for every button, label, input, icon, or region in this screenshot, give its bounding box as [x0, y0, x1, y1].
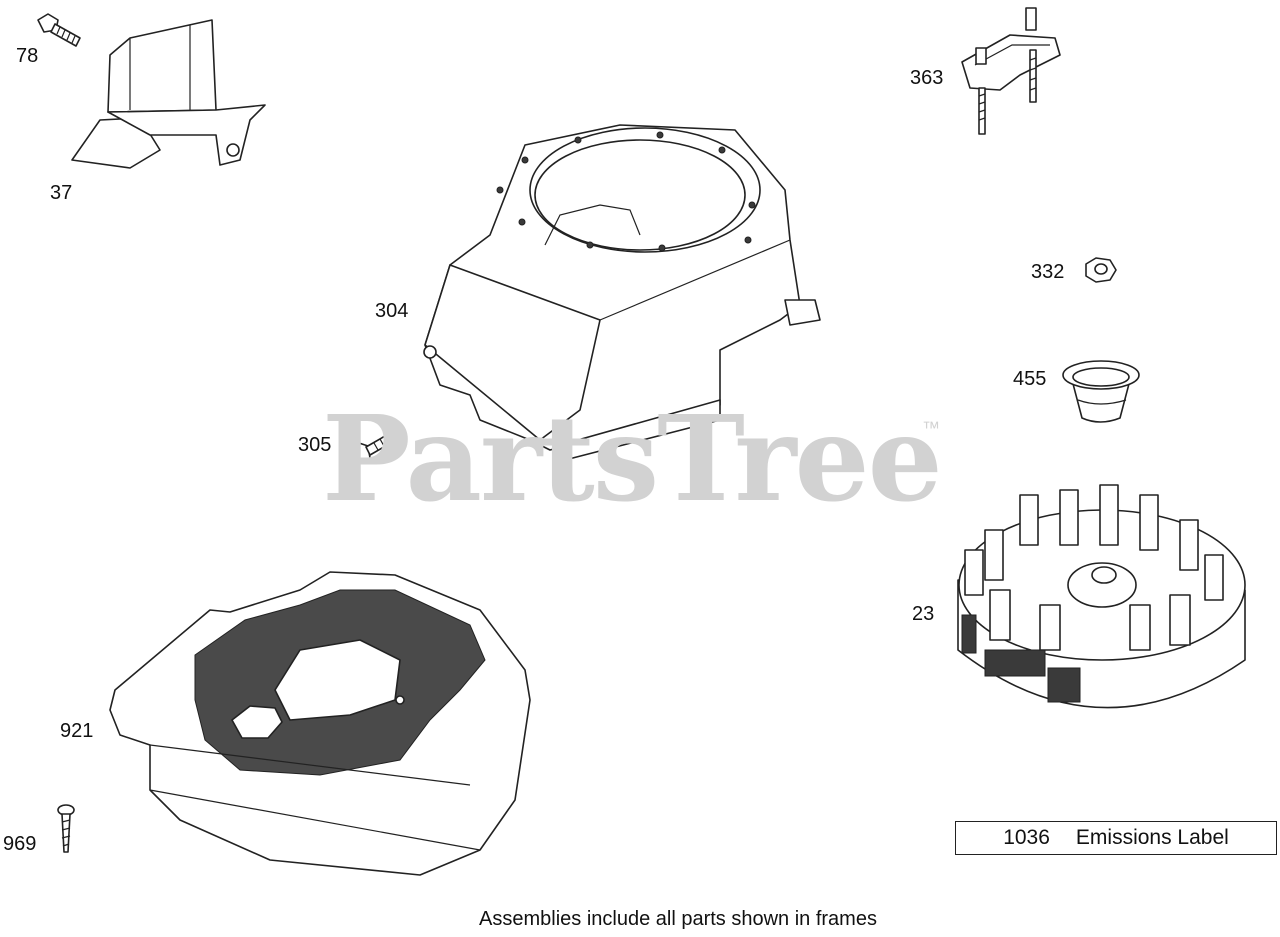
emissions-part-label: Emissions Label [1075, 826, 1229, 849]
callout-305[interactable]: 305 [298, 434, 332, 456]
callout-304[interactable]: 304 [375, 300, 409, 322]
callout-332[interactable]: 332 [1031, 261, 1065, 283]
callout-78[interactable]: 78 [16, 45, 39, 67]
bolt-78-drawing[interactable] [37, 13, 81, 47]
shroud-921-drawing[interactable] [109, 571, 531, 876]
nut-332-drawing[interactable] [1085, 257, 1117, 283]
assemblies-footnote: Assemblies include all parts shown in fr… [479, 908, 877, 930]
callout-921[interactable]: 921 [60, 720, 94, 742]
partstree-watermark: PartsTree [322, 389, 943, 528]
emissions-label-frame[interactable]: 1036 Emissions Label [955, 821, 1277, 855]
bracket-363-drawing[interactable] [961, 7, 1061, 135]
callout-455[interactable]: 455 [1013, 368, 1047, 390]
screw-969-drawing[interactable] [57, 804, 75, 853]
callout-363[interactable]: 363 [910, 67, 944, 89]
emissions-part-number: 1036 [1003, 826, 1050, 849]
screw-305-drawing[interactable] [347, 431, 397, 465]
shield-37-drawing[interactable] [71, 19, 266, 169]
blower-housing-304-drawing[interactable] [423, 124, 821, 461]
flywheel-23-drawing[interactable] [957, 484, 1246, 709]
cup-455-drawing[interactable] [1062, 360, 1140, 423]
callout-37[interactable]: 37 [50, 182, 73, 204]
trademark-symbol: ™ [922, 418, 940, 438]
callout-23[interactable]: 23 [912, 603, 935, 625]
callout-969[interactable]: 969 [3, 833, 37, 855]
